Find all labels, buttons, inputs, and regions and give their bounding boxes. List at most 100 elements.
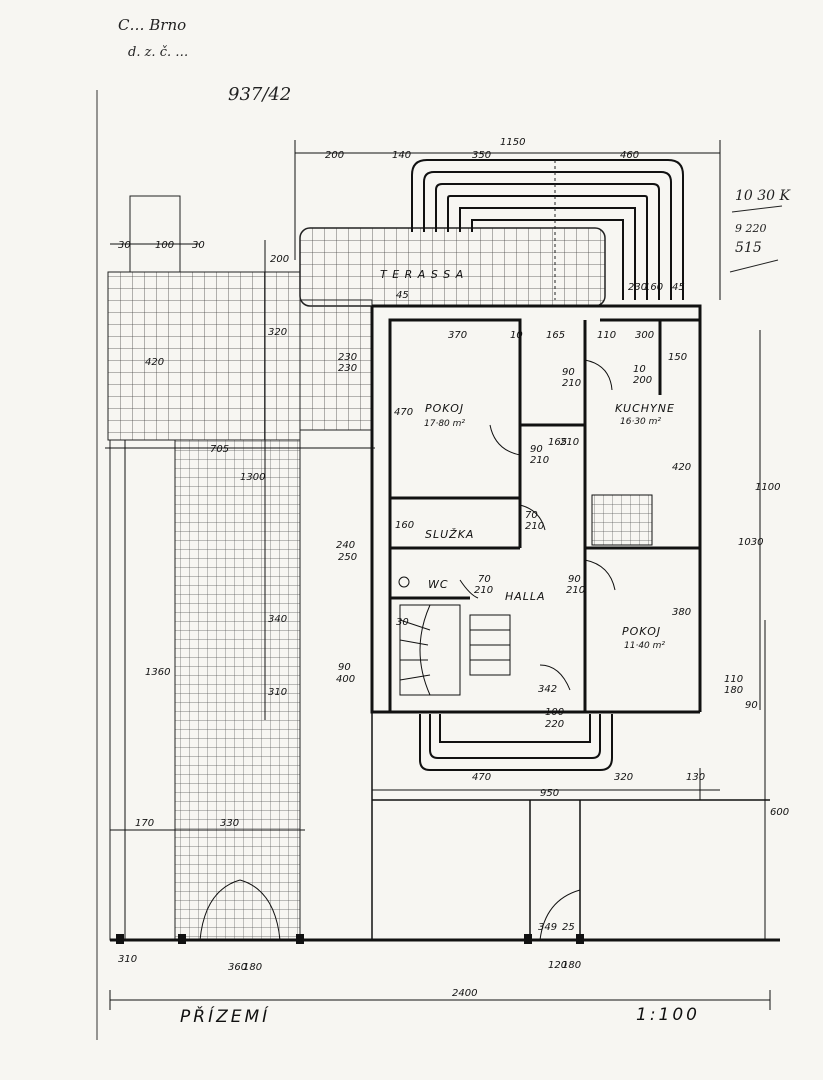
dim-90b: 90: [745, 700, 758, 711]
dim-705: 705: [210, 444, 229, 455]
dim-25: 25: [562, 922, 575, 933]
dim-180b: 180: [243, 962, 262, 973]
dim-70-210a: 70: [525, 510, 538, 521]
dim-30: 30: [396, 617, 409, 628]
dim-left-small-c: 30: [192, 240, 205, 251]
dim-470: 470: [394, 407, 413, 418]
pencil-note-1: C… Brno: [118, 16, 186, 34]
dim-90-210b-b: 210: [530, 455, 549, 466]
dim-400: 400: [336, 674, 355, 685]
dim-320: 320: [268, 327, 287, 338]
wc-toilet: [398, 576, 410, 588]
dim-90-210a-b: 210: [562, 378, 581, 389]
dim-220: 220: [545, 719, 564, 730]
dim-90-210a: 90: [562, 367, 575, 378]
dim-top-c: 350: [472, 150, 491, 161]
dim-90-210c: 90: [568, 574, 581, 585]
garage-outline: [110, 712, 780, 942]
dim-70-210b: 70: [478, 574, 491, 585]
terasa-label: T E R A S S A: [380, 268, 464, 281]
post-1: [116, 934, 124, 944]
dim-230c: 230: [338, 363, 357, 374]
dim-top-a: 200: [325, 150, 344, 161]
terrace-paving-left: [299, 299, 373, 431]
pencil-note-2: d. z. č. …: [128, 45, 188, 60]
garden-strip: [109, 439, 176, 941]
dim-70-210a-b: 210: [525, 521, 544, 532]
dim-380: 380: [672, 607, 691, 618]
left-terrace-paving: [107, 271, 301, 441]
dim-bottom-470: 470: [472, 772, 491, 783]
post-4: [524, 934, 532, 944]
dim-90-210c-b: 210: [566, 585, 585, 596]
dim-165: 165: [546, 330, 565, 341]
plan-scale: 1:100: [636, 1005, 700, 1025]
kuchyne-area: 16·30 m²: [620, 417, 661, 427]
post-5: [576, 934, 584, 944]
terrace-paving: [299, 227, 606, 307]
dim-250: 250: [338, 552, 357, 563]
dim-45b: 45: [396, 290, 409, 301]
kitchen-counter: [591, 494, 653, 546]
dim-349: 349: [538, 922, 557, 933]
dim-bottom-320: 320: [614, 772, 633, 783]
terrace-steps: [411, 159, 684, 300]
dimension-lines: [105, 140, 771, 1010]
dim-left-small-b: 100: [155, 240, 174, 251]
dim-top-b: 140: [392, 150, 411, 161]
wc-label: WC: [428, 578, 449, 591]
door-swings: [199, 359, 616, 941]
dim-45a: 45: [672, 282, 685, 293]
dim-600: 600: [770, 807, 789, 818]
side-calc-3: 515: [735, 240, 762, 256]
dim-230a: 230: [628, 282, 647, 293]
pencil-ref-number: 937/42: [228, 84, 291, 105]
dim-110b: 110: [724, 674, 743, 685]
dim-420: 420: [145, 357, 164, 368]
dim-310b: 310: [118, 954, 137, 965]
dim-left-small-a: 30: [118, 240, 131, 251]
dim-160a: 160: [644, 282, 663, 293]
dim-950: 950: [540, 788, 559, 799]
dim-165-210-b: 210: [560, 437, 579, 448]
pokoj-2-label: POKOJ: [622, 625, 661, 638]
dim-10-200-b: 200: [633, 375, 652, 386]
dim-370: 370: [448, 330, 467, 341]
plan-title: PŘÍZEMÍ: [180, 1005, 270, 1027]
house-walls: [370, 304, 702, 714]
dim-180: 180: [724, 685, 743, 696]
pokoj-1-label: POKOJ: [425, 402, 464, 415]
dim-1300: 1300: [240, 472, 265, 483]
dim-150: 150: [668, 352, 687, 363]
dim-10a: 10: [510, 330, 523, 341]
dim-300: 300: [635, 330, 654, 341]
pokoj-2-area: 11·40 m²: [624, 641, 665, 651]
dim-165-210: 165: [548, 437, 567, 448]
dim-1360: 1360: [145, 667, 170, 678]
garden-gate-column: [129, 195, 181, 273]
dim-110: 110: [597, 330, 616, 341]
dim-420b: 420: [672, 462, 691, 473]
dim-160b: 160: [395, 520, 414, 531]
dim-200: 200: [270, 254, 289, 265]
dim-90: 90: [338, 662, 351, 673]
dim-360: 360: [228, 962, 247, 973]
dim-top-total: 1150: [500, 137, 525, 148]
dim-10-200: 10: [633, 364, 646, 375]
dim-1030: 1030: [738, 537, 763, 548]
pokoj-1-area: 17·80 m²: [424, 419, 465, 429]
dim-top-d: 460: [620, 150, 639, 161]
side-calc-rule: [731, 205, 783, 213]
post-3: [296, 934, 304, 944]
side-calc-1: 10 30 K: [735, 188, 792, 204]
dim-100: 100: [545, 707, 564, 718]
staircase: [399, 604, 511, 696]
dim-340: 340: [268, 614, 287, 625]
dim-1100: 1100: [755, 482, 780, 493]
dim-230b: 230: [338, 352, 357, 363]
dim-70-210b-b: 210: [474, 585, 493, 596]
entrance-steps: [419, 714, 613, 771]
dim-bottom-130: 130: [686, 772, 705, 783]
dim-330: 330: [220, 818, 239, 829]
